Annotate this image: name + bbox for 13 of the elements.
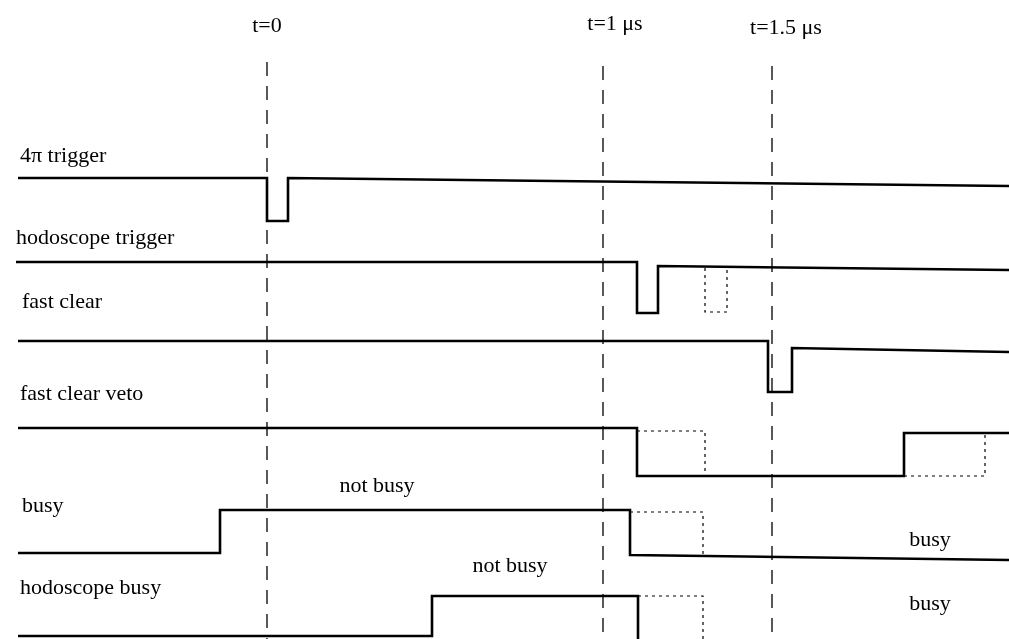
- signal-name: 4π trigger: [20, 142, 107, 168]
- time-label: t=1 μs: [587, 10, 643, 36]
- signal-name: busy: [22, 492, 64, 518]
- state-label: busy: [909, 526, 951, 552]
- signal-name: fast clear: [22, 288, 102, 314]
- state-label: not busy: [339, 472, 415, 498]
- state-label: not busy: [472, 552, 548, 578]
- signal-name: fast clear veto: [20, 380, 144, 406]
- time-label: t=0: [252, 12, 282, 38]
- signal-name: hodoscope trigger: [16, 224, 175, 250]
- state-label: busy: [909, 590, 951, 616]
- time-label: t=1.5 μs: [750, 14, 822, 40]
- signal-name: hodoscope busy: [20, 574, 162, 600]
